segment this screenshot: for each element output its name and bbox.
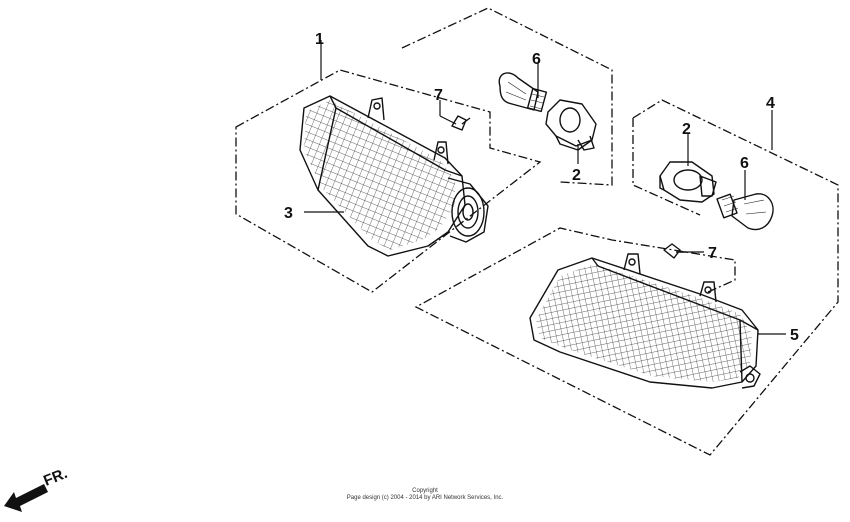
direction-label: FR. — [41, 465, 70, 490]
assembly-1-boundary — [235, 69, 542, 293]
callout-5: 5 — [790, 327, 799, 344]
callout-2-right: 2 — [682, 121, 691, 138]
socket-right — [659, 161, 717, 203]
callout-2-upper: 2 — [572, 167, 581, 184]
lens-assembly-upper — [299, 95, 489, 257]
callout-6-upper: 6 — [532, 51, 541, 68]
callout-7-upper: 7 — [434, 87, 443, 104]
callout-4: 4 — [766, 95, 775, 112]
leader-lines — [304, 40, 786, 335]
bulb-upper — [498, 72, 548, 113]
bulb-group-top-boundary — [401, 7, 613, 186]
footer-credit: Page design (c) 2004 - 2014 by ARI Netwo… — [346, 495, 504, 501]
callout-6-right: 6 — [740, 155, 749, 172]
socket-upper — [545, 99, 597, 151]
callout-1: 1 — [315, 31, 324, 48]
callout-7-lower: 7 — [708, 245, 717, 262]
footer-copyright: Copyright — [412, 488, 438, 494]
bulb-right — [716, 193, 774, 231]
assembly-4-boundary — [414, 99, 839, 456]
screw-upper — [451, 115, 471, 131]
bulb-group-right-boundary — [632, 118, 701, 216]
callout-3: 3 — [284, 205, 293, 222]
lens-assembly-lower — [529, 253, 761, 389]
arrow-icon — [4, 484, 48, 512]
